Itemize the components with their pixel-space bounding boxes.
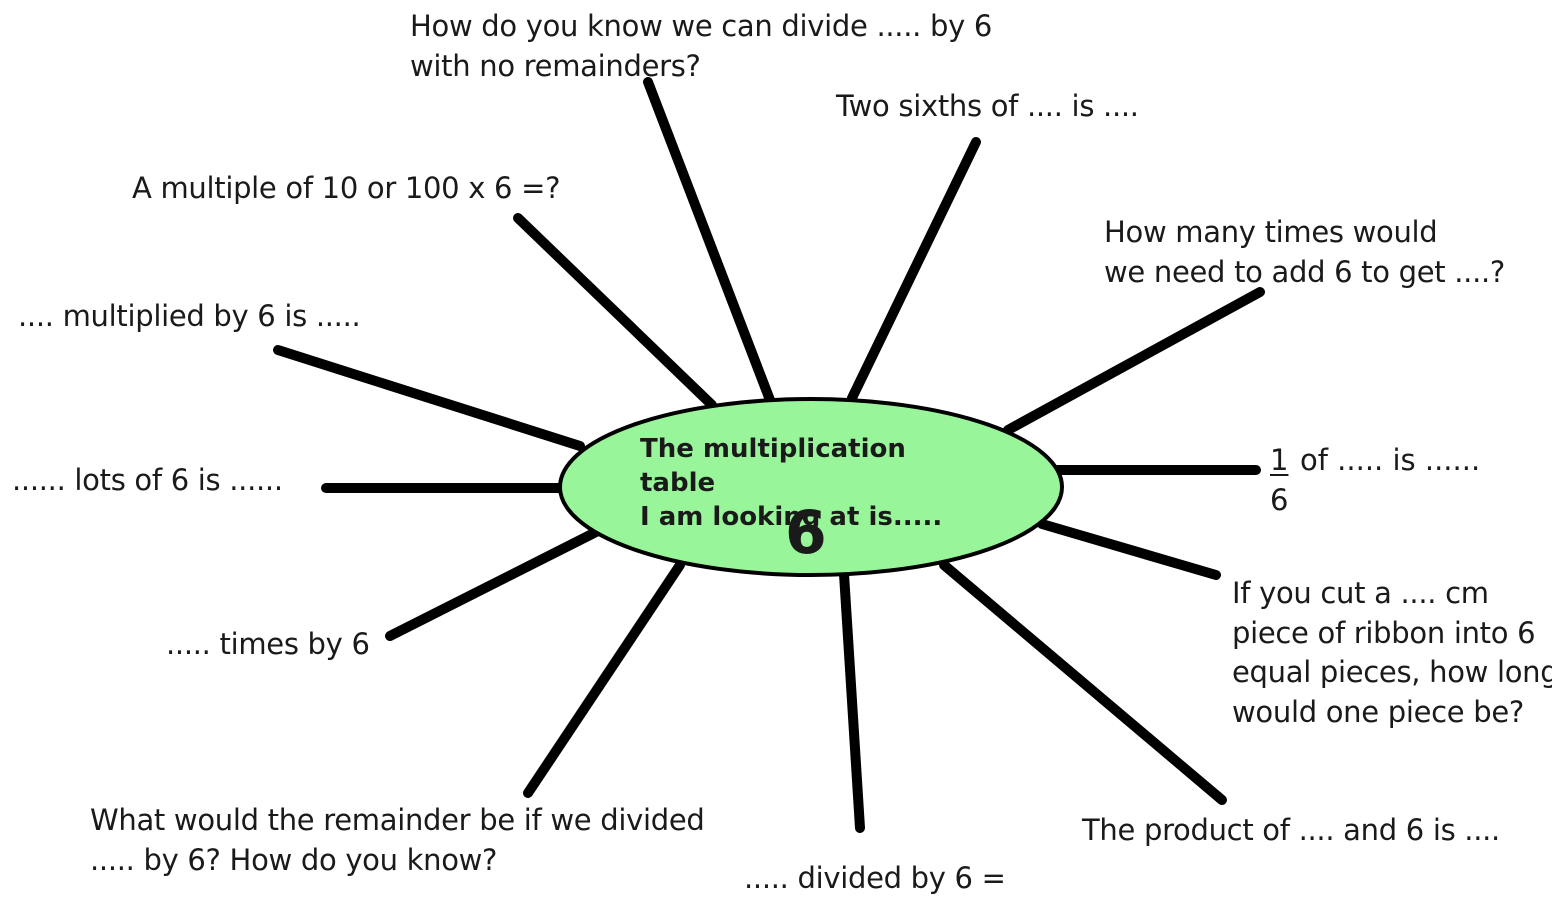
label-divided-by: ..... divided by 6 = xyxy=(744,861,1006,895)
fraction-rest: of ..... is ...... xyxy=(1300,443,1481,477)
label-divide-no-remainder: How do you know we can divide ..... by 6… xyxy=(410,9,993,83)
label-lots-of: ...... lots of 6 is ...... xyxy=(12,463,283,497)
center-label: The multiplication table I am looking at… xyxy=(640,432,980,568)
spoke-ribbon xyxy=(1037,519,1221,580)
spoke-two-sixths xyxy=(847,137,981,403)
spoke-divide-no-remainder xyxy=(643,77,775,405)
center-number: 6 xyxy=(785,498,827,568)
fraction-denominator: 6 xyxy=(1270,483,1289,517)
label-two-sixths: Two sixths of .... is .... xyxy=(836,89,1139,123)
label-times-by: ..... times by 6 xyxy=(166,627,370,661)
spoke-add-six xyxy=(1003,287,1265,435)
spoke-product xyxy=(939,560,1227,805)
label-multiple-10-100: A multiple of 10 or 100 x 6 =? xyxy=(132,171,561,205)
spoke-remainder xyxy=(523,560,685,798)
spoke-divided-by xyxy=(839,569,865,833)
spoke-multiplied-by xyxy=(273,345,585,451)
center-ellipse xyxy=(558,397,1064,577)
spoke-multiple-10-100 xyxy=(513,213,717,410)
label-ribbon: If you cut a .... cm piece of ribbon int… xyxy=(1232,576,1552,729)
center-line-2: I am looking at is..... xyxy=(640,502,943,532)
label-remainder: What would the remainder be if we divide… xyxy=(90,803,705,877)
label-add-six: How many times would we need to add 6 to… xyxy=(1104,215,1506,289)
fraction-numerator: 1 xyxy=(1270,443,1289,477)
center-line-1: The multiplication table xyxy=(640,434,906,498)
label-multiplied-by: .... multiplied by 6 is ..... xyxy=(18,299,361,333)
spoke-times-by xyxy=(385,527,601,641)
label-product: The product of .... and 6 is .... xyxy=(1082,813,1500,847)
